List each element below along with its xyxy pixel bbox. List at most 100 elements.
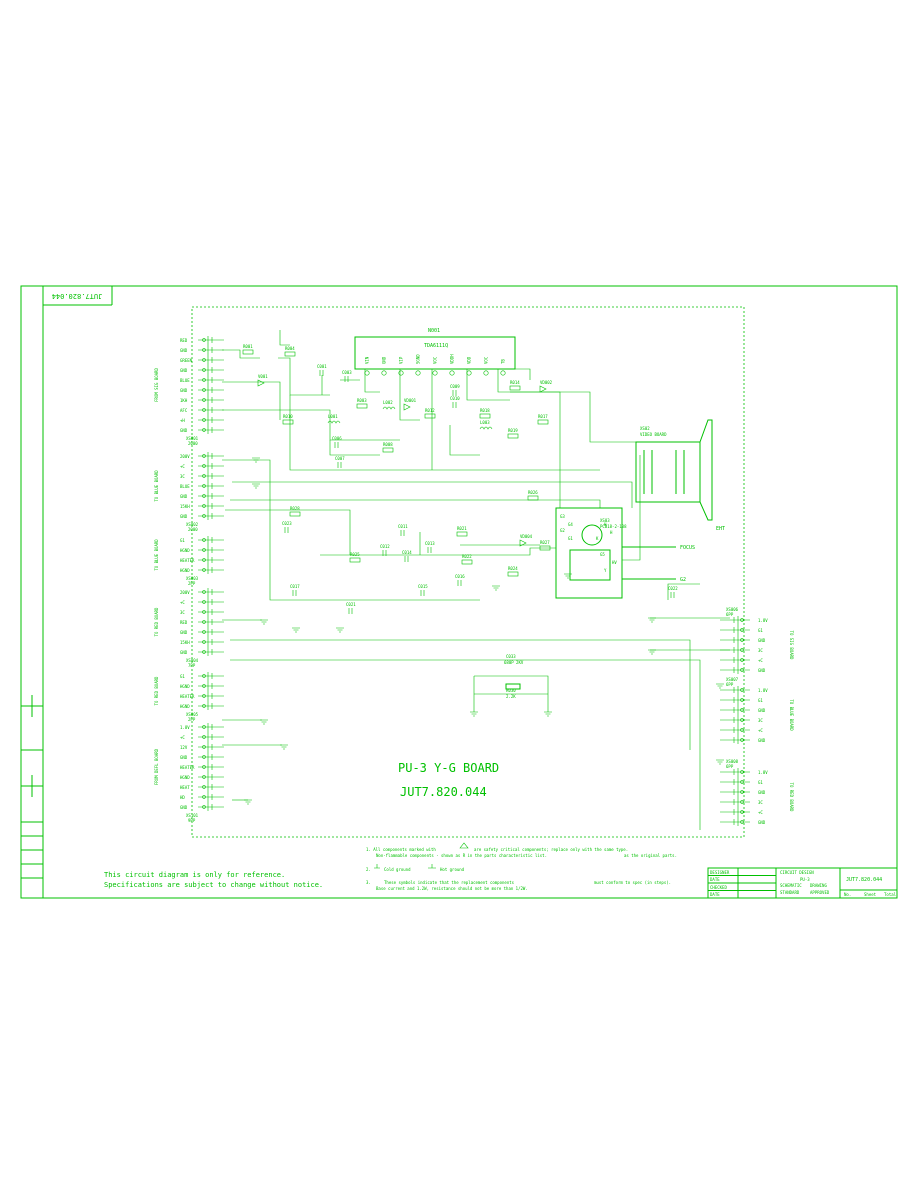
component: C023 (282, 521, 292, 533)
component: R008 (382, 442, 394, 453)
connector-ref: XS101 (186, 813, 199, 818)
connector-pin-label: GND (180, 514, 188, 519)
component-ref: R026 (528, 490, 538, 495)
component: R001 (242, 344, 254, 355)
resistor-symbol (284, 351, 296, 357)
connector-group-label: TO BLUE BOARD (154, 539, 159, 571)
component: L002 (382, 400, 396, 410)
connector-pin (202, 398, 206, 402)
connector-ref: XS008 (726, 759, 739, 764)
tb-row-2: DATE (710, 877, 720, 882)
connector-pin-label: 15KH (180, 640, 190, 645)
resistor-symbol (509, 385, 521, 391)
connector-group-label: TO BLUE BOARD (789, 699, 794, 731)
component: VD002 (539, 380, 553, 393)
connector-pin (740, 780, 744, 784)
connector-pin-label: G1 (758, 628, 763, 633)
resistor-symbol (424, 413, 436, 419)
ic-pin (483, 370, 489, 376)
ground-symbol (252, 483, 260, 489)
connector-pin (740, 658, 744, 662)
connector-group-label: FROM SIG BOARD (154, 368, 159, 402)
connector-pin (202, 684, 206, 688)
connector-ref: XS004 (186, 658, 199, 663)
connector-part: 2000 (188, 527, 198, 532)
component-ref: R021 (457, 526, 467, 531)
connector-ref: XS002 (186, 522, 199, 527)
component: R017 (537, 414, 549, 425)
component: C007 (335, 456, 345, 468)
note-3a: These symbols indicate that the replacem… (384, 880, 515, 885)
connector-part: 9PP (188, 818, 196, 823)
connector-part: 2PP (188, 581, 196, 586)
component-ref: C016 (455, 574, 465, 579)
connector-pin-label: +H (180, 418, 185, 423)
socket-pin-label: G2 (560, 528, 565, 533)
component-ref: C015 (418, 584, 428, 589)
ic-pin-label: TB (501, 359, 506, 364)
component: C010 (450, 396, 460, 408)
connector-pin (202, 755, 206, 759)
ic-pin-label: VOC (433, 356, 438, 364)
connector-pin (202, 348, 206, 352)
component-ref: R008 (383, 442, 393, 447)
header-drawing-number: JUT7.820.044 (52, 292, 103, 300)
component: R027 (539, 540, 551, 551)
connector-pin-label: HGND (180, 704, 190, 709)
tb-mid-3: SCHEMATIC (780, 883, 802, 888)
connector-pin-label: GND (758, 638, 766, 643)
component: C017 (290, 584, 300, 596)
component-ref: R024 (508, 566, 518, 571)
component-ref: VD001 (404, 398, 417, 403)
resistor-symbol (461, 559, 473, 565)
resistor-symbol (242, 349, 254, 355)
ic-pin-label: VDD (467, 356, 472, 364)
connector-pin (202, 474, 206, 478)
component-ref: C010 (450, 396, 460, 401)
connector-pin (202, 704, 206, 708)
connector-pin-label: 1.8V (758, 770, 768, 775)
connector-pin-label: HGND (180, 548, 190, 553)
connector-pin (202, 785, 206, 789)
connector-pin (740, 800, 744, 804)
component-ref: R025 (350, 552, 360, 557)
ground-symbol (648, 649, 656, 655)
ic-n001: N001 TDA6111Q (354, 328, 516, 370)
connector-pin (202, 640, 206, 644)
component-ref: V001 (258, 374, 268, 379)
connector-group-label: TO RED BOARD (789, 783, 794, 812)
ground-symbol (492, 585, 500, 591)
connector-part: 6PP (726, 682, 734, 687)
note-2: 2. (366, 867, 371, 872)
component-ref: VD002 (540, 380, 553, 385)
component: C022 (668, 586, 678, 598)
connector-pin-label: 1.8V (758, 688, 768, 693)
resistor-symbol (456, 531, 468, 537)
connector-pin (202, 388, 206, 392)
component: R021 (456, 526, 468, 537)
socket-pin-label: H (604, 522, 607, 527)
connector-pin-label: 3C (758, 648, 763, 653)
ground-symbol (544, 711, 552, 717)
connector-pin-label: BLUE (180, 484, 190, 489)
connector-pin (740, 728, 744, 732)
connector-pin (740, 770, 744, 774)
connector-pin-label: G1 (180, 674, 185, 679)
ic-pin (415, 370, 421, 376)
socket-pin-label: Y (604, 568, 607, 573)
connector-pin-label: GND (180, 630, 188, 635)
component-ref: C022 (668, 586, 678, 591)
connector-pin (202, 735, 206, 739)
connector-pin (202, 368, 206, 372)
g2-label: G2 (680, 577, 686, 583)
connector-pin-label: HEATER (180, 558, 195, 563)
tb-number: JUT7.820.044 (846, 877, 882, 883)
c033-ref: C033 (506, 654, 516, 659)
connector-pin-label: BLUE (180, 378, 190, 383)
note-1d: as the original parts. (624, 853, 677, 858)
component: C009 (450, 384, 460, 396)
connector-pin-label: HEATER (180, 694, 195, 699)
resistor-symbol (356, 403, 368, 409)
